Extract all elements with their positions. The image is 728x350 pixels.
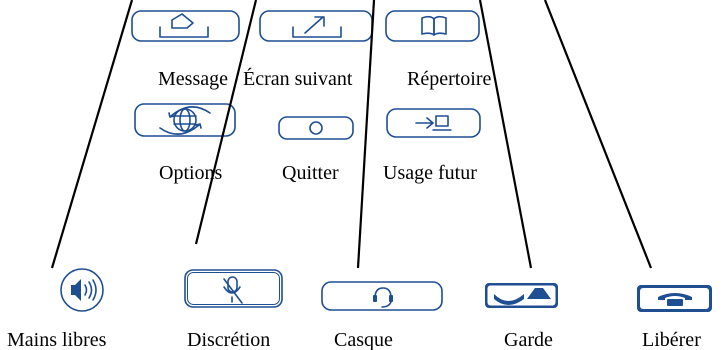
message-key[interactable] <box>131 10 240 42</box>
speaker-icon <box>71 279 97 301</box>
microphone-muted-icon <box>223 276 243 304</box>
arrow-to-screen-icon <box>415 115 452 131</box>
hold-icon <box>494 288 551 305</box>
circle-icon <box>309 121 323 135</box>
hang-up-icon <box>658 293 692 306</box>
callout-line-handsfree <box>50 0 134 269</box>
book-icon <box>421 15 447 36</box>
next-screen-key[interactable] <box>259 10 373 42</box>
hold-label: Garde <box>504 329 553 350</box>
mute-label: Discrétion <box>187 329 270 350</box>
headset-label: Casque <box>334 329 393 350</box>
directory-label: Répertoire <box>407 68 492 90</box>
options-label: Options <box>159 162 223 184</box>
next-screen-label: Écran suivant <box>243 67 353 90</box>
headset-key[interactable] <box>321 281 443 311</box>
hold-key[interactable] <box>485 283 558 308</box>
callout-line-release <box>543 0 653 269</box>
callout-line-mute <box>194 0 258 245</box>
callout-line-headset <box>356 0 376 269</box>
handsfree-label: Mains libres <box>7 329 107 350</box>
release-key[interactable] <box>637 285 712 312</box>
quit-key[interactable] <box>278 116 354 140</box>
options-key[interactable] <box>134 103 236 137</box>
headset-icon <box>373 287 393 308</box>
future-use-key[interactable] <box>386 108 481 138</box>
directory-key[interactable] <box>385 10 480 42</box>
next-screen-icon <box>292 16 342 38</box>
globe-icon <box>159 106 211 135</box>
quit-label: Quitter <box>282 162 339 184</box>
callout-line-hold <box>478 0 533 269</box>
future-use-label: Usage futur <box>383 162 477 184</box>
message-icon <box>159 13 209 38</box>
release-label: Libérer <box>642 329 701 350</box>
message-label: Message <box>158 68 228 90</box>
mute-key[interactable] <box>184 269 283 308</box>
handsfree-key[interactable] <box>60 268 104 312</box>
